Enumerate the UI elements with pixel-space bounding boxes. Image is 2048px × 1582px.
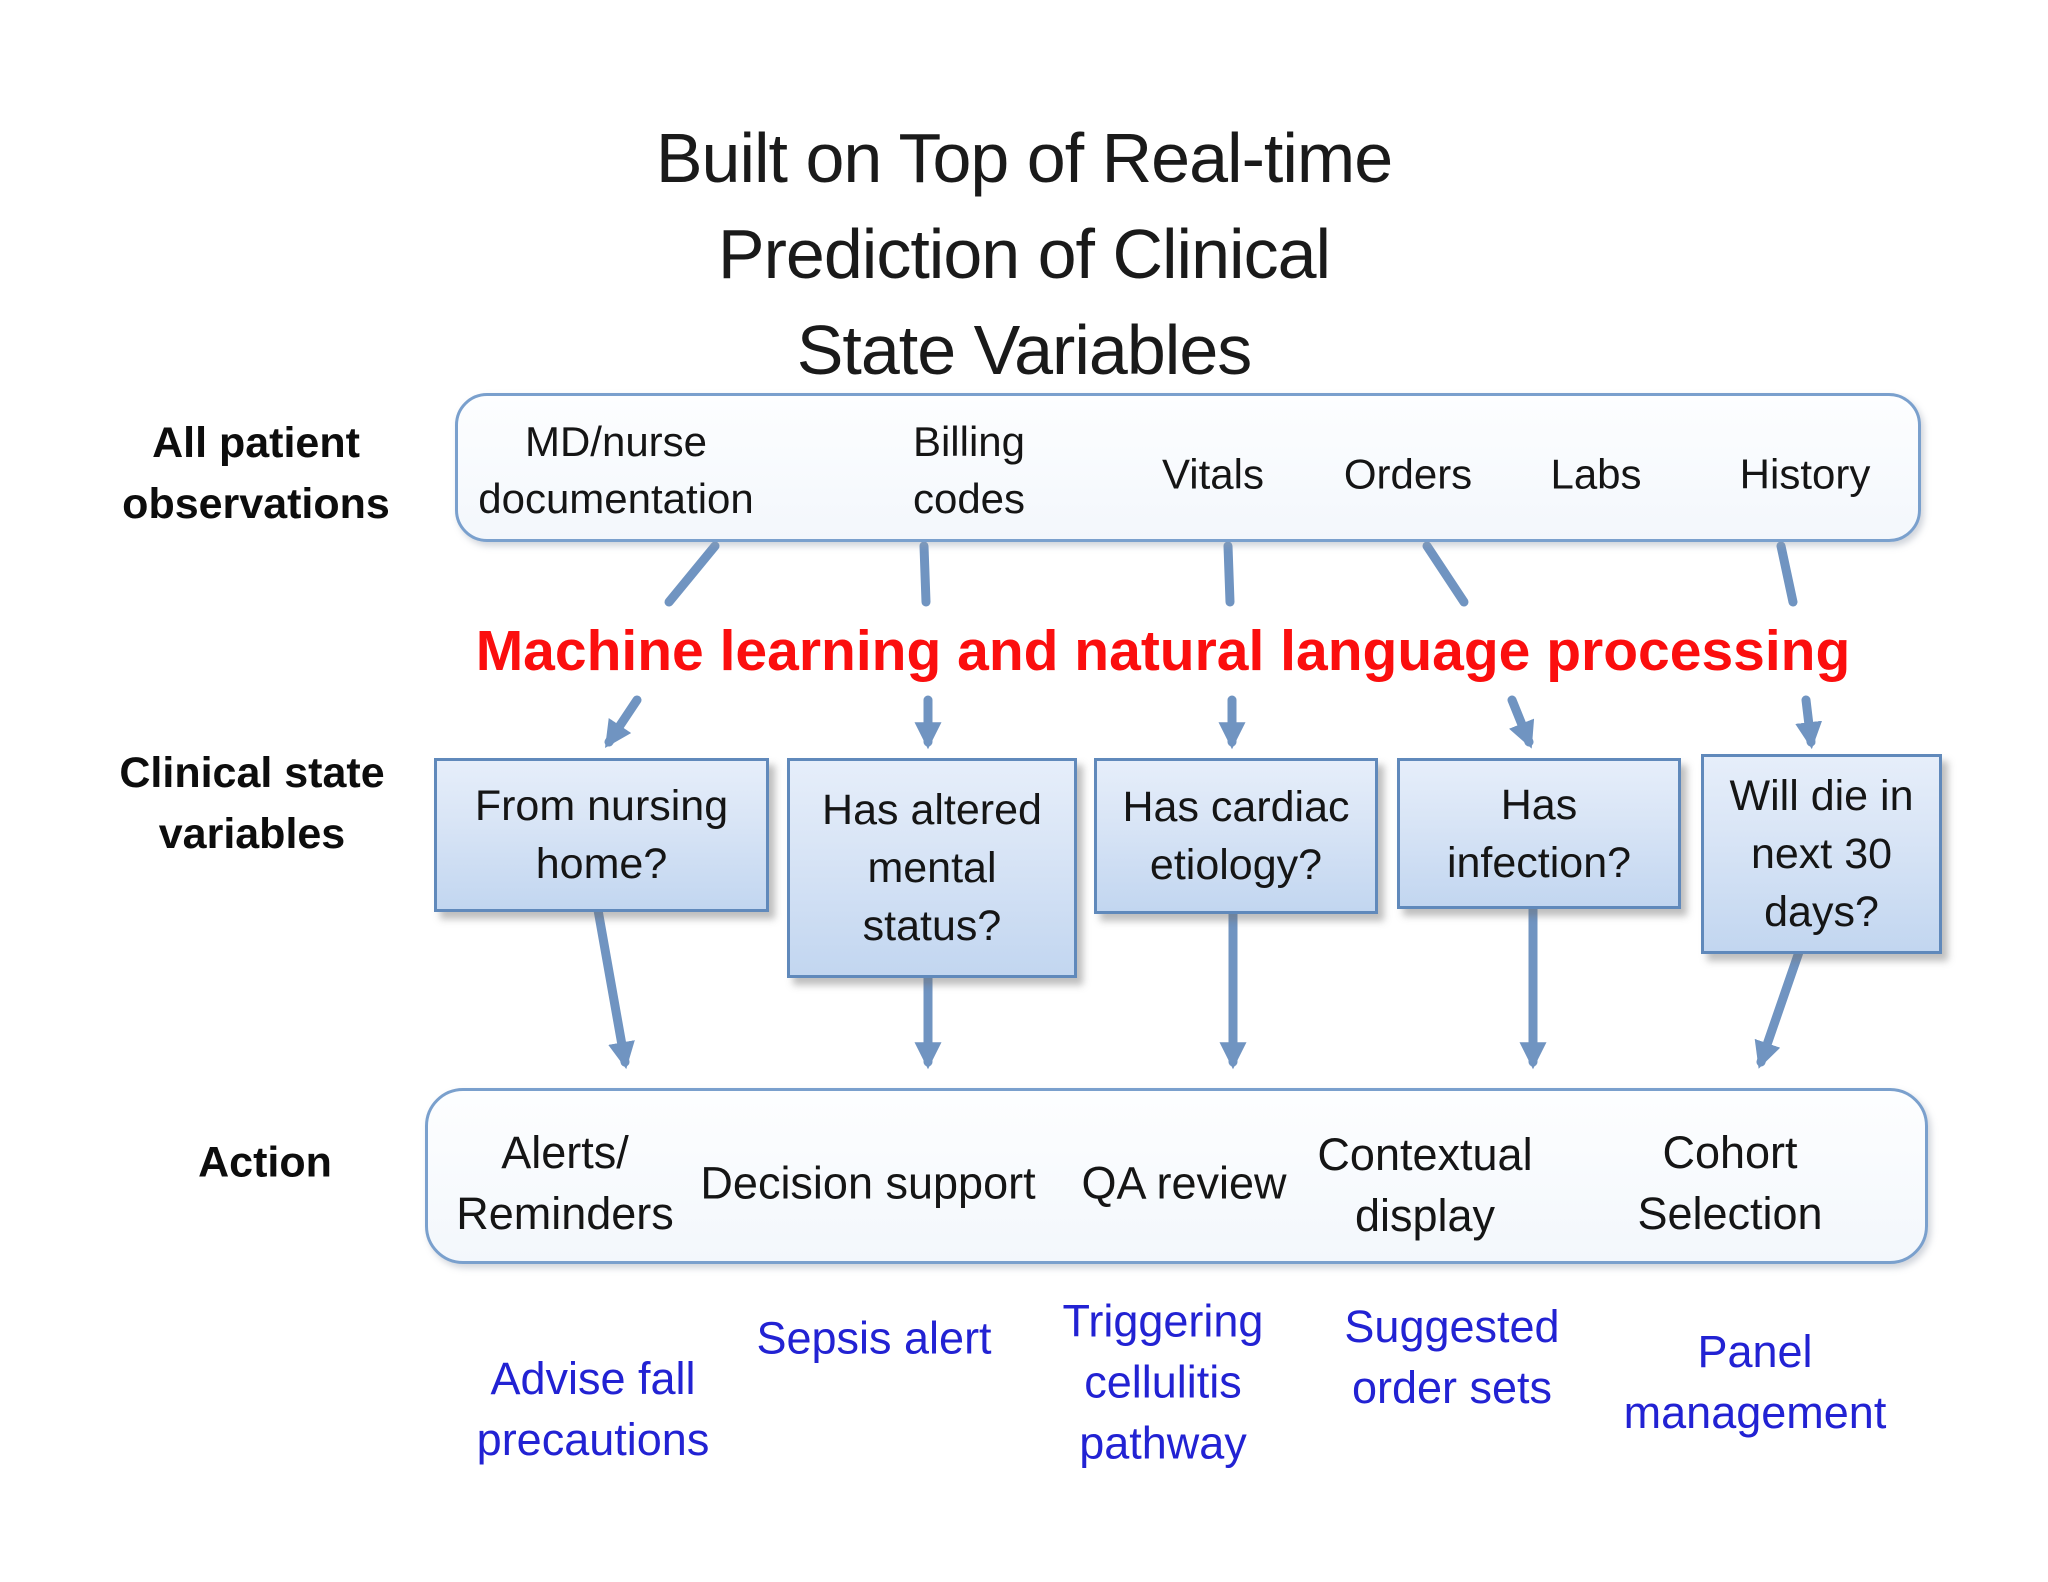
row-label-action: Action xyxy=(198,1138,332,1187)
clinical-box-text-will-die-30-days: Will die in next 30 days? xyxy=(1729,772,1914,936)
example-sepsis-alert: Sepsis alert xyxy=(756,1312,992,1364)
clinical-box-infection: Has infection? xyxy=(1397,758,1681,909)
action-item-alerts-reminders: Alerts/ Reminders xyxy=(456,1127,674,1239)
action-item-cohort-selection: Cohort Selection xyxy=(1637,1127,1823,1239)
example-suggested-order-sets: Suggested order sets xyxy=(1344,1301,1560,1413)
clinical-box-text-altered-mental-status: Has altered mental status? xyxy=(822,786,1042,950)
action-item-contextual-display: Contextual display xyxy=(1317,1129,1533,1241)
clinical-box-text-cardiac-etiology: Has cardiac etiology? xyxy=(1122,783,1350,889)
arrow-will-die-to-action xyxy=(1754,947,1804,1069)
connector-mdnurse-upper xyxy=(664,541,720,607)
action-item-decision-support: Decision support xyxy=(700,1157,1036,1209)
clinical-box-text-infection: Has infection? xyxy=(1446,780,1632,887)
example-advise-fall-precautions: Advise fall precautions xyxy=(476,1353,710,1465)
arrow-ml-to-nursing-home xyxy=(604,695,642,748)
action-item-qa-review: QA review xyxy=(1081,1157,1287,1209)
clinical-box-cardiac-etiology: Has cardiac etiology? xyxy=(1094,758,1378,914)
observations-box xyxy=(455,393,1921,542)
obs-item-vitals: Vitals xyxy=(1162,450,1264,498)
clinical-box-from-nursing-home: From nursing home? xyxy=(434,758,769,912)
example-panel-management: Panel management xyxy=(1623,1326,1887,1438)
example-triggering-cellulitis: Triggering cellulitis pathway xyxy=(1062,1295,1264,1469)
slide-title: Built on Top of Real-time Prediction of … xyxy=(655,119,1393,389)
obs-item-labs: Labs xyxy=(1550,450,1642,498)
connector-orders-upper xyxy=(1422,541,1469,607)
connector-billing-upper xyxy=(919,541,931,607)
obs-item-orders: Orders xyxy=(1343,450,1473,498)
obs-item-billing-codes: Billing codes xyxy=(912,418,1026,522)
obs-item-md-nurse-documentation: MD/nurse documentation xyxy=(478,418,754,522)
arrow-ml-to-will-die xyxy=(1795,695,1823,750)
arrow-ml-to-infection xyxy=(1507,695,1535,749)
clinical-box-text-from-nursing-home: From nursing home? xyxy=(474,782,729,888)
clinical-box-will-die-30-days: Will die in next 30 days? xyxy=(1701,754,1942,954)
row-label-clinical-state-variables: Clinical state variables xyxy=(119,749,385,858)
action-box xyxy=(425,1088,1928,1264)
arrow-nursing-home-to-action xyxy=(593,905,635,1070)
ml-nlp-banner: Machine learning and natural language pr… xyxy=(475,619,1851,683)
obs-item-history: History xyxy=(1739,450,1871,498)
clinical-box-altered-mental-status: Has altered mental status? xyxy=(787,758,1077,978)
row-label-all-patient-observations: All patient observations xyxy=(122,419,390,528)
connector-history-upper xyxy=(1776,541,1798,607)
connector-vitals-upper xyxy=(1223,541,1235,607)
